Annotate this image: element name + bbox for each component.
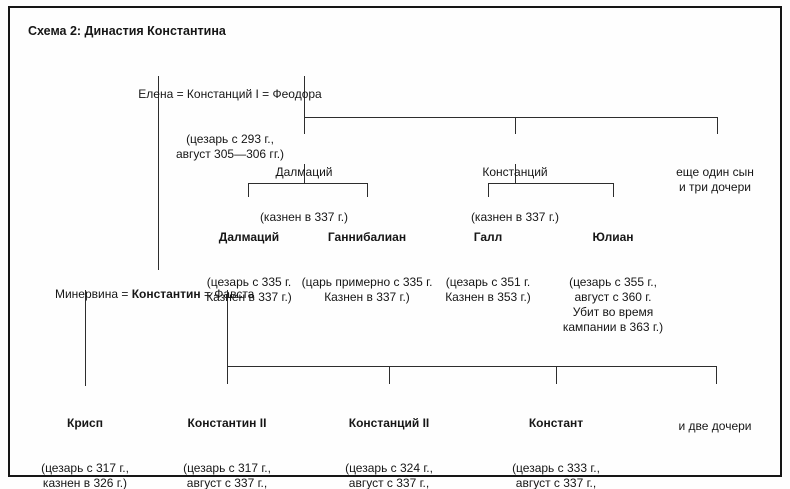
- person-details: (казнен в 337 г.): [470, 210, 560, 224]
- line-drop-constantius-ii: [389, 366, 391, 384]
- person-details: (царь примерно с 335 г. Казнен в 337 г.): [301, 275, 433, 304]
- line-helena-to-constantine: [158, 76, 160, 270]
- line-minervina-to-crispus: [85, 290, 87, 386]
- person-name: Константин II: [187, 416, 267, 430]
- wife-minervina: Минервина =: [54, 287, 132, 301]
- person-name: Констанций: [482, 165, 548, 179]
- line-gen4-horizontal: [227, 366, 717, 368]
- husband-constantine: Константин: [131, 287, 201, 301]
- person-name: Ганнибалиан: [327, 230, 407, 244]
- line-constantius-children: [488, 183, 614, 185]
- node-crispus: Крисп (цезарь с 317 г., казнен в 326 г.): [41, 386, 129, 489]
- person-name: Далмаций: [218, 230, 280, 244]
- person-details: (цезарь с 351 г. Казнен в 353 г.): [445, 275, 531, 304]
- node-helena-constantius-i-theodora: Елена = Констанций I = Феодора (цезарь с…: [138, 57, 321, 192]
- person-name: Констанций II: [348, 416, 430, 430]
- node-other-son-and-daughters: еще один сын и три дочери: [676, 135, 754, 225]
- diagram-border: [8, 6, 782, 477]
- person-name: Крисп: [67, 416, 103, 430]
- person-details: (казнен в 337 г.): [259, 210, 349, 224]
- line-drop-dalmatius-jr: [248, 183, 250, 197]
- node-dalmatius-jr: Далмаций (цезарь с 335 г. Казнен в 337 г…: [206, 200, 292, 335]
- couple-names: Елена = Констанций I = Феодора: [138, 87, 322, 101]
- person-details: (цезарь с 317 г., казнен в 326 г.): [41, 461, 129, 489]
- person-details: (цезарь с 317 г., август с 337 г., убит …: [183, 461, 271, 489]
- person-name: Юлиан: [592, 230, 634, 244]
- node-two-daughters: и две дочери: [678, 389, 751, 464]
- person-name: Далмаций: [275, 165, 333, 179]
- node-constans: Констант (цезарь с 333 г., август с 337 …: [507, 386, 605, 489]
- person-details: (цезарь с 355 г., август с 360 г. Убит в…: [562, 275, 664, 334]
- person-details: (цезарь с 324 г., август с 337 г., умер …: [345, 461, 433, 489]
- line-drop-constantius-sr: [515, 117, 517, 134]
- node-constantine-marriage: Минервина = Константин = Фавста: [42, 272, 255, 317]
- node-gallus: Галл (цезарь с 351 г. Казнен в 353 г.): [445, 200, 531, 335]
- person-name: Галл: [473, 230, 503, 244]
- node-hannibalianus: Ганнибалиан (царь примерно с 335 г. Казн…: [302, 200, 433, 335]
- line-dalmatius-sr-down: [304, 164, 306, 183]
- line-constantius-sr-down: [515, 164, 517, 183]
- line-dalmatius-children: [248, 183, 368, 185]
- node-constantius-sr: Констанций (казнен в 337 г.): [471, 135, 559, 255]
- line-fausta-down: [227, 290, 229, 384]
- line-gen2-horizontal: [304, 117, 718, 119]
- line-drop-gallus: [488, 183, 490, 197]
- wife-fausta: = Фавста: [200, 287, 255, 301]
- diagram-title: Схема 2: Династия Константина: [28, 24, 226, 38]
- person-details: (цезарь с 335 г. Казнен в 337 г.): [206, 275, 292, 304]
- person-name: Констант: [528, 416, 584, 430]
- reign-details: (цезарь с 293 г., август 305—306 гг.): [175, 132, 285, 161]
- daughters-label: и две дочери: [678, 419, 752, 433]
- line-drop-hannibalianus: [367, 183, 369, 197]
- line-drop-other-children: [717, 117, 719, 134]
- node-dalmatius-sr: Далмаций (казнен в 337 г.): [260, 135, 348, 255]
- line-drop-julian: [613, 183, 615, 197]
- node-julian: Юлиан (цезарь с 355 г., август с 360 г. …: [563, 200, 663, 365]
- line-theodora-down: [304, 76, 306, 134]
- person-details: (цезарь с 333 г., август с 337 г., убит …: [512, 461, 600, 489]
- node-constantius-ii: Констанций II (цезарь с 324 г., август с…: [345, 386, 433, 489]
- line-drop-two-daughters: [716, 366, 718, 384]
- other-children-label: еще один сын и три дочери: [676, 165, 754, 194]
- node-constantine-ii: Константин II (цезарь с 317 г., август с…: [154, 386, 299, 489]
- line-drop-constans: [556, 366, 558, 384]
